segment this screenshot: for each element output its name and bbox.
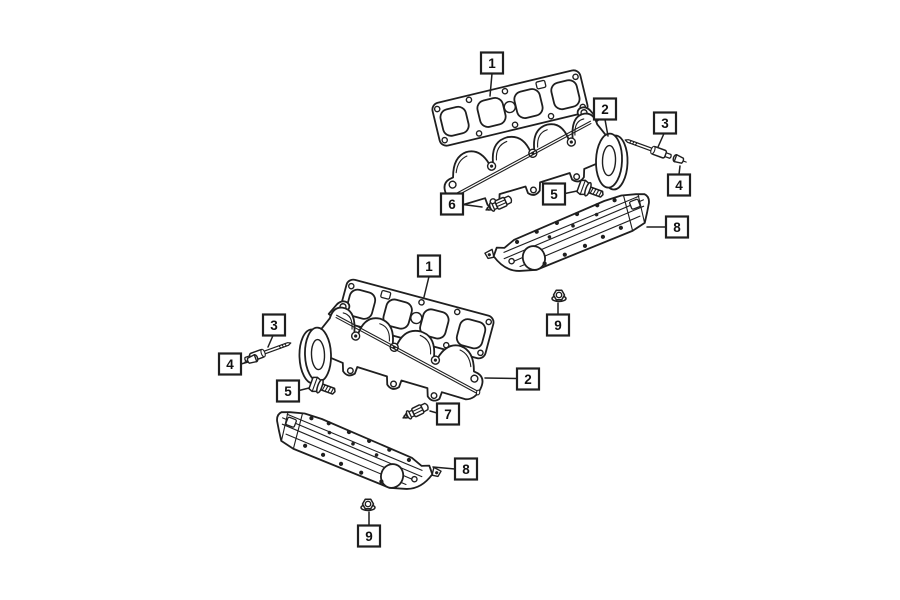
leader-line (564, 190, 578, 195)
callout-number: 8 (673, 220, 681, 235)
callout-box (479, 51, 505, 75)
flange-nut-icon-upper (551, 289, 567, 303)
callout-box (275, 379, 301, 403)
callout-upper-3[interactable]: 3 (652, 111, 678, 148)
leader-line (240, 361, 249, 365)
callout-box (652, 111, 678, 135)
callout-box (356, 524, 382, 548)
leader-line (432, 466, 456, 470)
callout-number: 3 (661, 116, 669, 131)
callout-lower-5[interactable]: 5 (275, 379, 310, 403)
callout-box (592, 97, 618, 121)
plug-stud-icon-lower (400, 401, 431, 423)
callout-lower-1[interactable]: 1 (416, 254, 442, 298)
leader-line (604, 118, 609, 137)
callout-lower-2[interactable]: 2 (484, 367, 541, 391)
heat-shield-icon-lower (267, 402, 445, 504)
callout-number: 4 (675, 178, 683, 193)
callout-lower-7[interactable]: 7 (429, 402, 461, 426)
cap-nut-icon-upper (671, 153, 689, 167)
stud-icon-upper (623, 135, 674, 162)
callout-upper-1[interactable]: 1 (479, 51, 505, 97)
leader-line (429, 410, 438, 414)
callout-upper-6[interactable]: 6 (439, 192, 483, 216)
callout-number: 5 (284, 384, 292, 399)
callout-number: 1 (425, 259, 433, 274)
callout-number: 1 (488, 56, 496, 71)
leader-line (678, 165, 681, 176)
callout-box (541, 182, 567, 206)
callout-number: 9 (554, 318, 562, 333)
callout-number: 2 (601, 102, 609, 117)
callout-upper-5[interactable]: 5 (541, 182, 578, 206)
callout-number: 5 (550, 187, 558, 202)
leader-line (298, 387, 310, 392)
callout-box (261, 313, 287, 337)
callout-box (453, 457, 479, 481)
callout-lower-4[interactable]: 4 (217, 352, 249, 376)
leader-line (489, 72, 493, 97)
leader-line (423, 275, 430, 298)
callout-lower-3[interactable]: 3 (261, 313, 287, 348)
callout-number: 8 (462, 462, 470, 477)
callout-number: 9 (365, 529, 373, 544)
leader-line (657, 132, 665, 148)
callout-number: 4 (226, 357, 234, 372)
callout-upper-2[interactable]: 2 (592, 97, 618, 137)
callout-box (666, 173, 692, 197)
bolt-icon-lower (307, 375, 339, 400)
leader-line (267, 334, 274, 348)
callout-number: 2 (524, 372, 532, 387)
leader-line (484, 377, 518, 380)
callout-upper-8[interactable]: 8 (646, 215, 690, 239)
flange-nut-icon-lower (360, 498, 376, 512)
callout-number: 3 (270, 318, 278, 333)
callout-box (515, 367, 541, 391)
callout-box (545, 313, 571, 337)
callout-upper-4[interactable]: 4 (666, 165, 692, 197)
callout-lower-9[interactable]: 9 (356, 511, 382, 548)
callout-box (439, 192, 465, 216)
leader-line (462, 203, 483, 208)
callout-box (664, 215, 690, 239)
callout-box (416, 254, 442, 278)
callout-number: 6 (448, 197, 456, 212)
callout-box (435, 402, 461, 426)
callout-upper-9[interactable]: 9 (545, 302, 571, 337)
callout-lower-8[interactable]: 8 (432, 457, 479, 481)
callout-box (217, 352, 243, 376)
callout-number: 7 (444, 407, 452, 422)
